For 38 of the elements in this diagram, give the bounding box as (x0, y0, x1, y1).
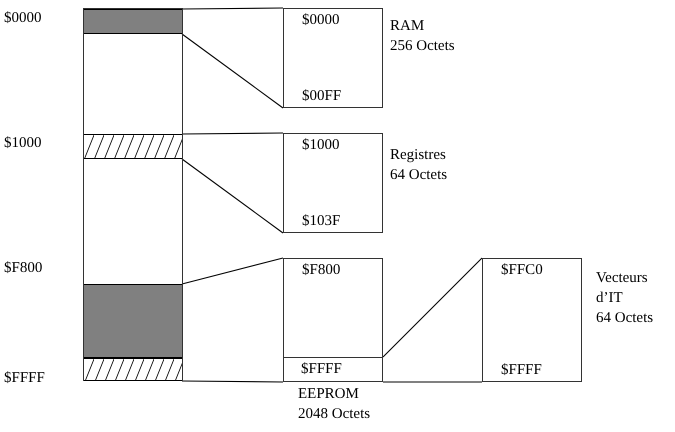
register-segment (84, 134, 182, 159)
projection-line (182, 158, 284, 234)
address-text: $0000 (302, 12, 340, 29)
address-text: $00FF (302, 88, 342, 105)
projection-line (382, 258, 482, 358)
memory-map-column (83, 8, 183, 381)
projection-line (383, 381, 482, 383)
ram-detail-box (283, 8, 383, 108)
projection-line (182, 132, 283, 135)
address-text: $FFFF (301, 361, 342, 378)
eeprom-segment (84, 284, 182, 358)
region-label: d’IT (596, 290, 623, 307)
address-label: $F800 (4, 260, 42, 277)
region-label: RAM (390, 18, 424, 35)
region-label: Registres (390, 147, 446, 164)
address-text: $FFFF (501, 362, 542, 379)
register-detail-box (283, 133, 383, 233)
address-text: $103F (302, 213, 340, 230)
region-label: 2048 Octets (298, 406, 370, 423)
eeprom-detail-box (283, 258, 383, 382)
region-label: 64 Octets (390, 167, 448, 184)
ram-segment (84, 9, 182, 34)
address-text: $FFC0 (501, 262, 543, 279)
region-label: EEPROM (298, 386, 359, 403)
address-text: $F800 (302, 262, 340, 279)
region-label: 64 Octets (596, 310, 654, 327)
projection-line (182, 257, 284, 285)
address-label: $0000 (4, 10, 42, 27)
projection-line (182, 7, 283, 10)
projection-line (182, 34, 284, 108)
region-label: Vecteurs (596, 270, 648, 287)
vector-detail-box (482, 258, 582, 382)
address-text: $1000 (302, 137, 340, 154)
address-label: $FFFF (4, 370, 45, 387)
region-label: 256 Octets (390, 38, 455, 55)
vector-segment (84, 358, 182, 381)
projection-line (182, 380, 283, 383)
address-label: $1000 (4, 135, 42, 152)
